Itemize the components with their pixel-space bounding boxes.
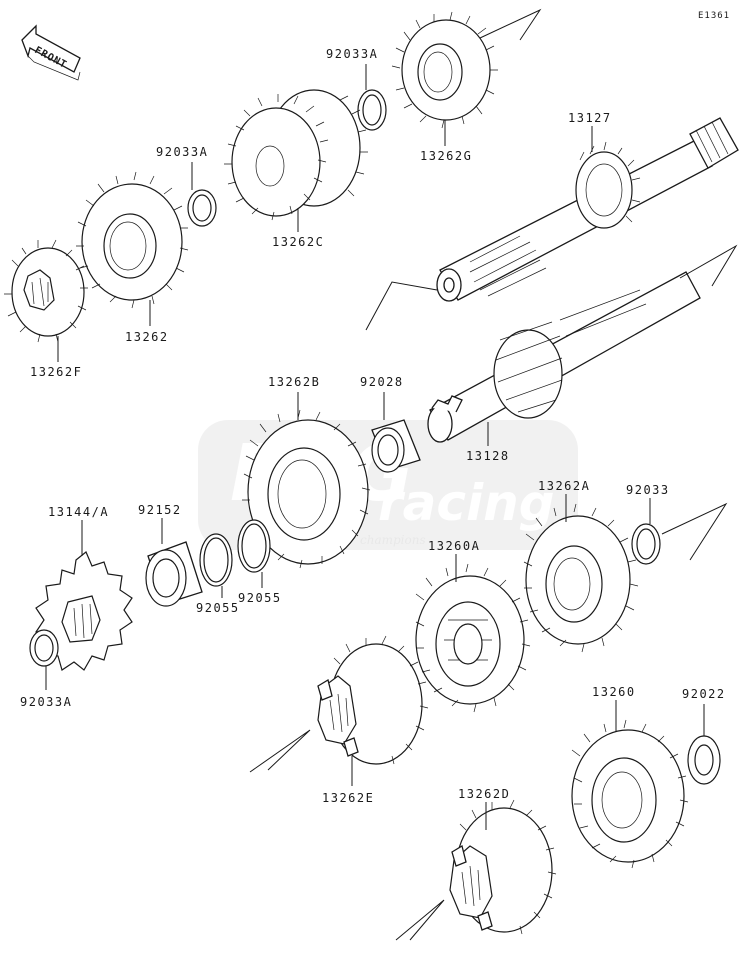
label-13127: 13127 — [568, 111, 612, 125]
label-92028: 92028 — [360, 375, 404, 389]
watermark-sub: racing — [378, 474, 555, 532]
label-92033A-bottom: 92033A — [20, 695, 72, 709]
label-13128: 13128 — [466, 449, 510, 463]
circlip-92033 — [631, 523, 661, 565]
gear-13262C — [224, 89, 368, 221]
label-92022: 92022 — [682, 687, 726, 701]
bushing-92028 — [371, 419, 421, 473]
gear-13260 — [571, 719, 689, 869]
label-92033A-top: 92033A — [326, 47, 378, 61]
circlip-92033A-left — [187, 189, 217, 227]
washer-92022 — [687, 735, 721, 785]
watermark-tagline: champions — [360, 533, 426, 547]
oring-92055-b — [237, 519, 271, 573]
shaft-axis-line-upper-right — [479, 8, 542, 41]
circlip-92033A-bottom — [29, 629, 59, 667]
shaft-13128 — [427, 271, 701, 443]
label-13262B: 13262B — [268, 375, 320, 389]
gear-13262D — [449, 799, 557, 935]
label-13260: 13260 — [592, 685, 636, 699]
shaft-axis-line-lower — [679, 244, 738, 287]
label-13262F: 13262F — [30, 365, 82, 379]
label-13262C: 13262C — [272, 235, 324, 249]
label-13262D: 13262D — [458, 787, 510, 801]
label-13262G: 13262G — [420, 149, 472, 163]
oring-92055-a — [199, 533, 233, 587]
shaft-axis-line-mid-right — [661, 502, 728, 561]
gear-13260A — [415, 563, 531, 713]
shaft-13127 — [436, 117, 739, 302]
collar-92152 — [145, 541, 203, 607]
gear-13262 — [76, 171, 189, 309]
shaft-axis-line-upper — [365, 281, 438, 331]
front-arrow-icon: FRONT — [21, 24, 81, 81]
shaft-axis-line-bottom-left — [395, 899, 445, 941]
sprocket-13144A — [35, 551, 133, 671]
label-92152: 92152 — [138, 503, 182, 517]
gear-13262A — [523, 503, 639, 653]
shaft-axis-line-lower-left — [249, 729, 311, 773]
label-13262A: 13262A — [538, 479, 590, 493]
label-13262: 13262 — [125, 330, 169, 344]
label-13260A: 13260A — [428, 539, 480, 553]
label-92033: 92033 — [626, 483, 670, 497]
gear-13262G — [391, 11, 498, 129]
gear-13262E — [317, 635, 429, 765]
circlip-92033A-top — [357, 89, 387, 131]
gear-13262B — [242, 409, 371, 569]
gear-13262F — [4, 239, 88, 343]
label-13262E: 13262E — [322, 791, 374, 805]
label-92055-b: 92055 — [238, 591, 282, 605]
label-92055-a: 92055 — [196, 601, 240, 615]
label-92033A-left: 92033A — [156, 145, 208, 159]
diagram-code: E1361 — [698, 11, 730, 21]
label-13144A: 13144/A — [48, 505, 109, 519]
